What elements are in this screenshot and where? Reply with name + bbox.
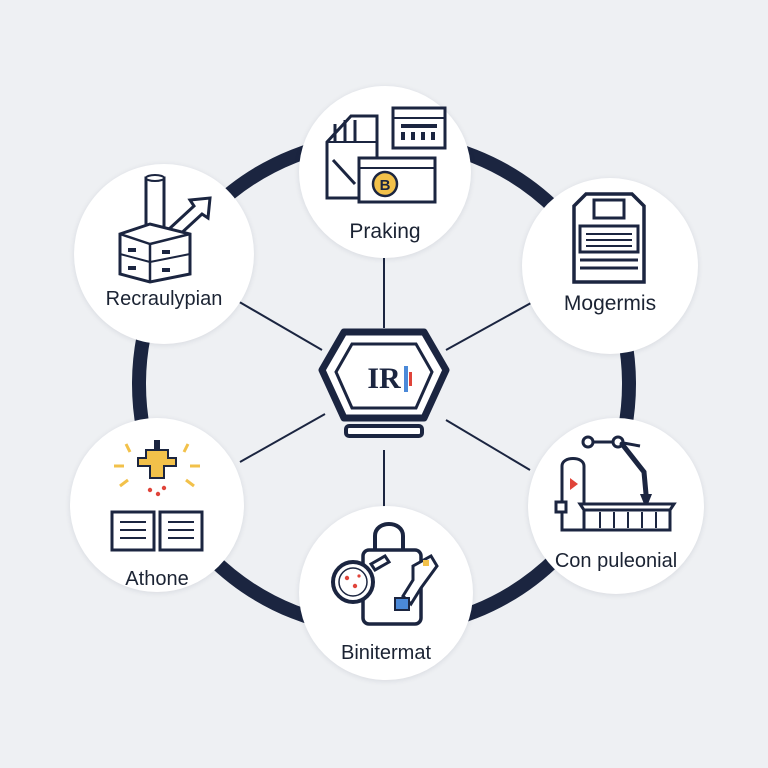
node-label: Recraulypian [105, 288, 223, 310]
node-label: Binitermat [340, 642, 432, 664]
spoke-upper-left [235, 299, 323, 351]
coin-badge: B [380, 177, 391, 194]
spoke-upper-right [445, 297, 541, 351]
node-label: Athone [125, 568, 189, 590]
server-cabinet-icon [572, 192, 646, 284]
spoke-lower-right [445, 419, 531, 471]
node-athone[interactable]: Athone [70, 418, 244, 592]
spoke-lower-left [239, 413, 326, 463]
node-recraulypian[interactable]: Recraulypian [74, 164, 254, 344]
node-label: Praking [349, 220, 421, 243]
robotic-arm-icon [554, 435, 677, 532]
node-mogermis[interactable]: Mogermis [522, 178, 698, 354]
node-binitermat[interactable]: Binitermat [299, 506, 473, 680]
node-praking[interactable]: B Praking [299, 86, 471, 258]
node-con-puleonial[interactable]: Con puleonial [528, 418, 704, 594]
center-hub: IR [316, 326, 452, 444]
node-label: Mogermis [563, 292, 657, 315]
center-text: IR [367, 362, 401, 395]
node-label: Con puleonial [554, 550, 678, 572]
windows-building-coin-icon: B [325, 106, 447, 204]
crates-arrow-icon [118, 174, 212, 284]
lock-magnifier-icon [331, 522, 439, 626]
book-trophy-icon [110, 440, 204, 552]
hexagon-badge-icon: IR [318, 328, 450, 438]
